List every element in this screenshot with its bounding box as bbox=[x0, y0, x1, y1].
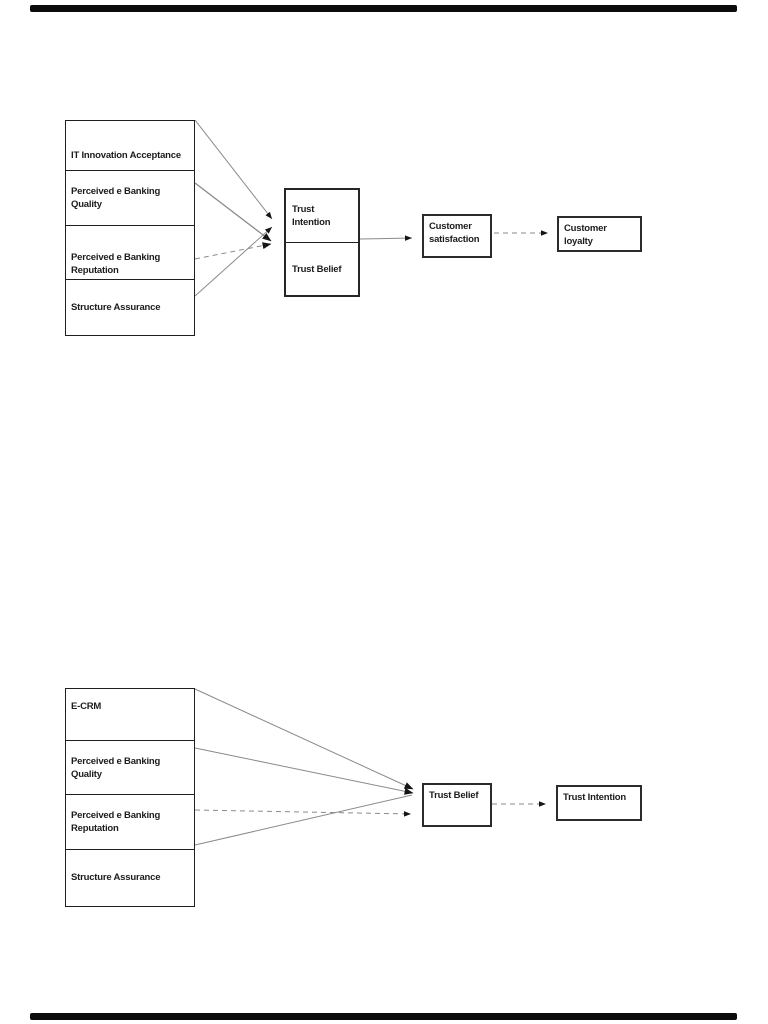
scan-artifact-bottom-bar bbox=[30, 1013, 737, 1020]
antecedent-label: E-CRM bbox=[71, 701, 102, 712]
antecedent-label: Perceived e Banking Quality bbox=[71, 186, 161, 210]
antecedent-it-innovation-acceptance: IT Innovation Acceptance bbox=[66, 121, 194, 170]
antecedent-perceived-e-banking-quality-2: Perceived e Banking Quality bbox=[66, 740, 194, 794]
antecedent-label: Perceived e Banking Reputation bbox=[71, 810, 161, 834]
antecedent-structure-assurance-2: Structure Assurance bbox=[66, 849, 194, 905]
antecedent-perceived-e-banking-quality: Perceived e Banking Quality bbox=[66, 170, 194, 225]
scan-artifact-top-bar bbox=[30, 5, 737, 12]
antecedent-label: Perceived e Banking Quality bbox=[71, 755, 161, 780]
antecedent-label: Structure Assurance bbox=[71, 301, 161, 313]
antecedent-label: Structure Assurance bbox=[71, 872, 161, 883]
connector-perceived-e-banking-reputation-2-to-trust-belief bbox=[194, 809, 412, 817]
customer-loyalty-box: Customer loyalty bbox=[557, 216, 642, 252]
trust-belief-label: Trust Belief bbox=[292, 263, 342, 275]
connector-structure-assurance-2-to-trust-belief bbox=[194, 794, 413, 846]
customer-satisfaction-label: Customer satisfaction bbox=[429, 221, 480, 245]
antecedent-label: IT Innovation Acceptance bbox=[71, 150, 181, 161]
connector-perceived-e-banking-quality-2-to-trust-belief bbox=[194, 747, 414, 795]
model1-trust-box: Trust Intention Trust Belief bbox=[284, 188, 360, 297]
trust-belief-cell: Trust Belief bbox=[286, 242, 358, 295]
customer-satisfaction-box: Customer satisfaction bbox=[422, 214, 492, 258]
model1-antecedents-box: IT Innovation Acceptance Perceived e Ban… bbox=[65, 120, 195, 336]
trust-intention-label: Trust Intention bbox=[292, 204, 331, 228]
customer-loyalty-label: Customer loyalty bbox=[564, 223, 607, 247]
trust-intention-cell: Trust Intention bbox=[286, 190, 358, 242]
antecedent-perceived-e-banking-reputation-2: Perceived e Banking Reputation bbox=[66, 794, 194, 849]
connector-structure-assurance-to-trust-intention bbox=[194, 226, 273, 297]
connector-perceived-e-banking-quality-to-trust-divider bbox=[194, 182, 272, 242]
trust-belief-box: Trust Belief bbox=[422, 783, 492, 827]
connector-trust-box-to-customer-satisfaction bbox=[359, 235, 413, 241]
antecedent-e-crm: E-CRM bbox=[66, 689, 194, 740]
trust-belief-label: Trust Belief bbox=[429, 790, 479, 801]
antecedent-perceived-e-banking-reputation: Perceived e Banking Reputation bbox=[66, 225, 194, 279]
antecedent-structure-assurance: Structure Assurance bbox=[66, 279, 194, 334]
connector-e-crm-to-trust-belief bbox=[194, 688, 414, 790]
trust-intention-label: Trust Intention bbox=[563, 792, 626, 803]
antecedent-label: Perceived e Banking Reputation bbox=[71, 252, 161, 276]
connector-perceived-e-banking-reputation-to-trust-divider bbox=[194, 242, 272, 260]
trust-intention-box: Trust Intention bbox=[556, 785, 642, 821]
connector-it-innovation-acceptance-to-trust-intention bbox=[194, 119, 273, 220]
model2-antecedents-box: E-CRM Perceived e Banking Quality Percei… bbox=[65, 688, 195, 907]
